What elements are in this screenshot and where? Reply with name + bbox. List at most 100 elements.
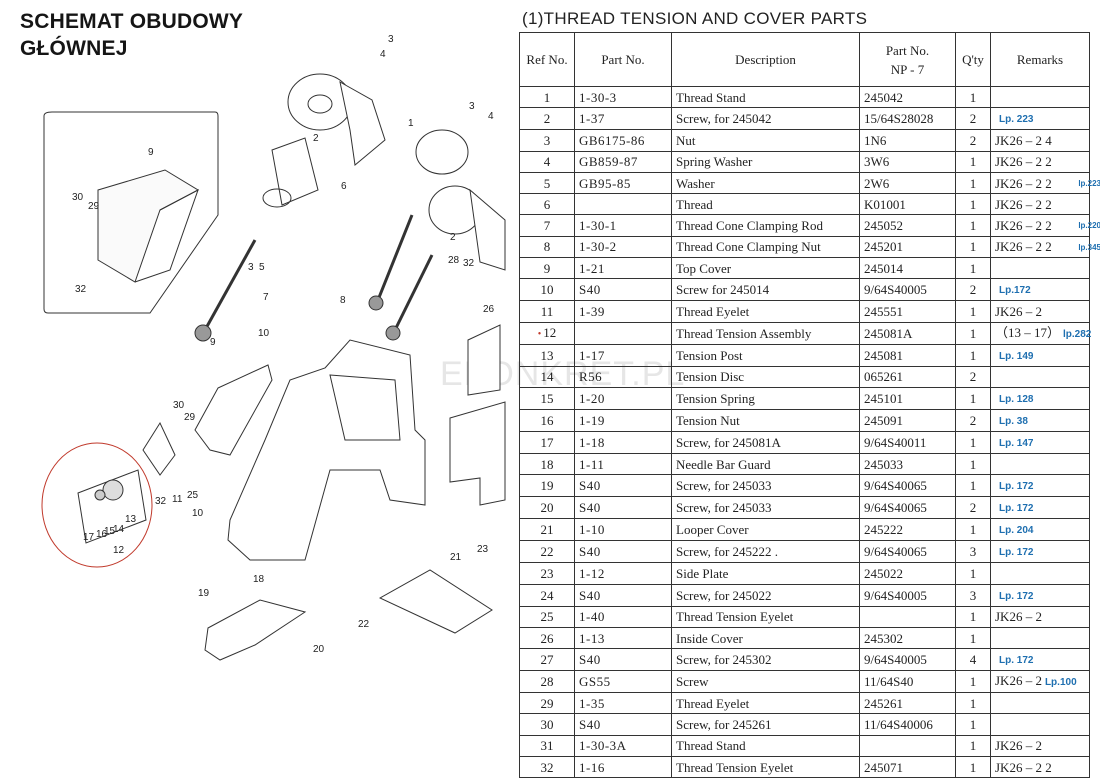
cell-qty: 1 <box>955 300 991 323</box>
cell-description: Thread Cone Clamping Nut <box>671 235 860 259</box>
callout-30: 30 <box>173 400 185 411</box>
cell-remarks-text: JK26 – 2 <box>995 673 1042 689</box>
cell-remarks: JK26 – 2 2 <box>990 193 1090 216</box>
cell-qty-text: 1 <box>969 674 977 690</box>
cell-ref-no-text: 1 <box>543 89 551 105</box>
cell-description-text: Looper Cover <box>676 522 749 538</box>
cell-description: Screw, for 245033 <box>671 474 860 498</box>
cell-description-text: Thread Stand <box>676 738 746 754</box>
cell-part-no-text: 1-12 <box>579 565 605 581</box>
cell-remarks <box>990 562 1090 585</box>
cell-part-no-text: S40 <box>579 652 601 668</box>
cell-np7-text: 065261 <box>864 369 903 385</box>
cell-remarks <box>990 713 1090 736</box>
cell-np7-text: 245101 <box>864 390 903 406</box>
cell-part-no-text: 1-39 <box>579 304 605 320</box>
cell-qty-text: 1 <box>969 565 977 581</box>
cell-qty-text: 1 <box>969 175 977 191</box>
cell-description-text: Tension Disc <box>676 369 745 385</box>
cell-description: Screw, for 245222 . <box>671 540 860 564</box>
cell-part-no: 1-18 <box>574 430 672 454</box>
cell-np7-text: 9/64S40011 <box>864 434 927 450</box>
cell-remarks: Lp. 172 <box>990 496 1090 520</box>
cell-part-no: S40 <box>574 540 672 564</box>
cell-ref-no-text: 20 <box>540 500 554 516</box>
callout-8: 8 <box>340 295 346 306</box>
header-remarks: Remarks <box>990 32 1090 87</box>
cell-part-no: 1-30-1 <box>574 214 672 237</box>
cell-remarks <box>990 452 1090 476</box>
cell-ref-no: 25 <box>519 605 575 628</box>
cell-qty: 3 <box>955 583 991 607</box>
callout-1: 1 <box>408 118 414 129</box>
cell-np7-text: 245022 <box>864 565 903 581</box>
cell-remarks-text: JK26 – 2 2 <box>995 218 1052 234</box>
cell-part-no-text: 1-19 <box>579 412 605 428</box>
cell-part-no: S40 <box>574 278 672 302</box>
cell-ref-no-text: 8 <box>543 239 551 255</box>
cell-np7-text: 245201 <box>864 239 903 255</box>
cell-description-text: Screw, for 245033 <box>676 478 772 494</box>
cell-np7-text: 3W6 <box>864 154 890 170</box>
lp-reference-link: Lp. 172 <box>999 503 1034 515</box>
cell-np7: 245081A <box>859 321 956 345</box>
cell-ref-no: 16 <box>519 408 575 432</box>
top-cover <box>194 364 273 456</box>
callout-22: 22 <box>358 619 370 630</box>
cell-np7-text: 245222 <box>864 522 903 538</box>
cell-description-text: Needle Bar Guard <box>676 456 771 472</box>
thread-stand-disc-right <box>415 129 469 175</box>
lp-reference-link: lp.223 <box>1078 178 1100 188</box>
callout-11: 11 <box>172 494 183 505</box>
cell-ref-no: 23 <box>519 562 575 585</box>
callout-21: 21 <box>450 552 462 563</box>
cell-np7: 9/64S40005 <box>859 648 956 672</box>
cell-ref-no-text: 23 <box>540 565 554 581</box>
cell-ref-no: 13 <box>519 343 575 367</box>
cell-part-no: 1-30-3 <box>574 85 672 109</box>
marker-dot-icon: • <box>537 328 542 340</box>
lp-reference-link: Lp. 204 <box>999 525 1034 537</box>
cell-part-no-text: 1-16 <box>579 759 605 775</box>
cell-description: Screw, for 245081A <box>671 430 860 454</box>
cell-np7-text: 9/64S40005 <box>864 282 927 298</box>
cell-description-text: Top Cover <box>676 260 732 276</box>
cell-part-no-text: 1-30-3 <box>579 89 617 105</box>
cell-np7: 9/64S40065 <box>859 474 956 498</box>
cell-qty: 1 <box>955 562 991 585</box>
cell-np7-text: 245081A <box>864 325 913 341</box>
cell-part-no: 1-13 <box>574 626 672 650</box>
cell-part-no: 1-20 <box>574 386 672 410</box>
lp-reference-link: Lp. 128 <box>999 393 1034 405</box>
callout-23: 23 <box>477 544 489 555</box>
cell-np7: 245052 <box>859 214 956 237</box>
cell-qty: 1 <box>955 171 991 195</box>
main-housing <box>227 339 426 561</box>
table-title: (1)THREAD TENSION AND COVER PARTS <box>522 9 868 28</box>
cell-part-no: 1-12 <box>574 562 672 585</box>
cell-remarks-text: （13 – 17） <box>995 324 1061 340</box>
cell-remarks-text: JK26 – 2 2 <box>995 759 1052 775</box>
page-title: SCHEMAT OBUDOWY GŁÓWNEJ <box>20 8 243 62</box>
lp-reference-link: Lp.172 <box>999 285 1031 297</box>
cell-remarks-text: JK26 – 2 4 <box>995 132 1052 148</box>
cell-remarks: Lp. 172 <box>990 474 1090 498</box>
cell-qty: 1 <box>955 343 991 367</box>
cell-qty: 2 <box>955 365 991 388</box>
cell-description-text: Thread <box>676 196 713 212</box>
callout-29: 29 <box>88 201 100 212</box>
cell-part-no: GS55 <box>574 670 672 694</box>
cell-qty-text: 1 <box>969 89 977 105</box>
cell-qty: 2 <box>955 129 991 152</box>
